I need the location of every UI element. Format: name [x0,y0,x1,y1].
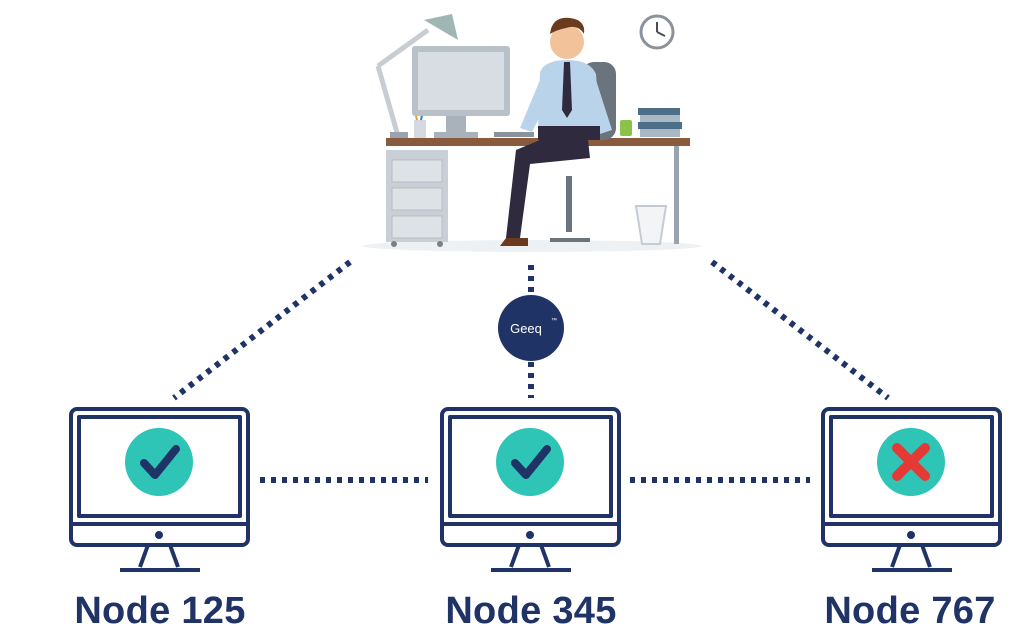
node-label-2: Node 345 [445,590,617,632]
node-label-3: Node 767 [824,590,996,632]
monitor-icon [821,407,1002,572]
connector-hub-node-3 [710,259,890,401]
geeq-badge-tm: ™ [551,317,557,324]
geeq-badge-label: Geeq [510,321,542,336]
geeq-badge: Geeq ™ [498,295,564,361]
desk-lamp [375,14,458,138]
office-monitor [412,46,510,138]
network-connectors [172,259,890,483]
node-computer-1 [69,407,250,572]
office-illustration [362,14,702,252]
status-badge [125,428,193,496]
check-icon [140,445,180,479]
status-badge [877,428,945,496]
cross-icon [892,443,930,481]
node-label-1: Node 125 [74,590,246,632]
node-computer-2 [440,407,621,572]
connector-hub-node-1 [172,259,352,401]
office-worker [500,17,612,246]
clock-icon [639,14,675,50]
check-icon [511,445,551,479]
node-computer-3 [821,407,1002,572]
status-badge [496,428,564,496]
